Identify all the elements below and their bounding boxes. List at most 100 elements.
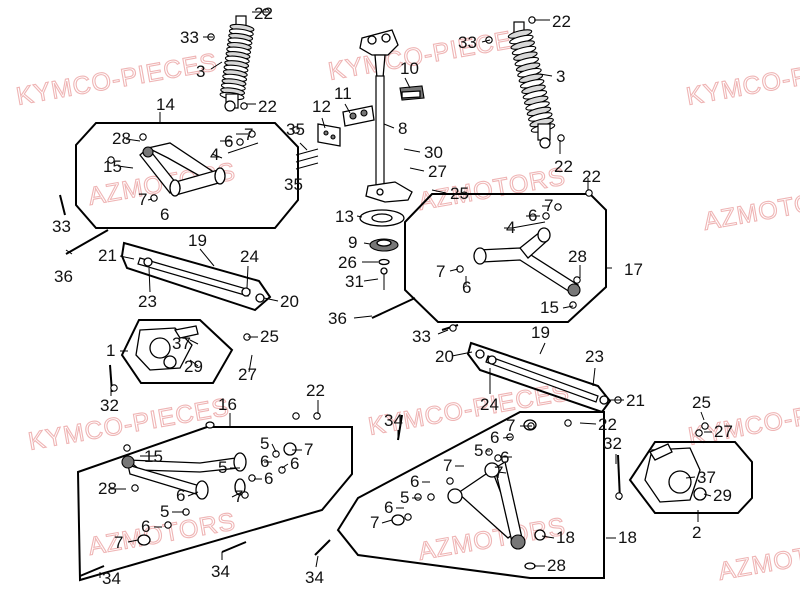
watermark-kymco: KYMCO-PIECES: [366, 378, 571, 441]
callout-27: 27: [238, 365, 257, 384]
callout-22: 22: [254, 4, 273, 23]
callout-35: 35: [286, 120, 305, 139]
tie-rod-left: [137, 257, 265, 303]
callout-22: 22: [582, 167, 601, 186]
watermark-kymco: KYMCO-PIECES: [684, 48, 800, 111]
oil-seal-plate: [359, 209, 405, 227]
callout-7: 7: [304, 440, 313, 459]
callout-26: 26: [338, 253, 357, 272]
callout-18: 18: [556, 528, 575, 547]
panel-knuckle-left: [120, 319, 234, 384]
callout-6: 6: [462, 278, 471, 297]
callout-33: 33: [412, 327, 431, 346]
callout-21: 21: [98, 246, 117, 265]
callout-32: 32: [100, 396, 119, 415]
callout-11: 11: [334, 84, 352, 103]
callout-6: 6: [528, 206, 537, 225]
callout-6: 6: [260, 452, 269, 471]
callout-6: 6: [176, 486, 185, 505]
callout-35: 35: [284, 175, 303, 194]
callout-28: 28: [112, 129, 131, 148]
callout-17: 17: [624, 260, 643, 279]
callout-4: 4: [210, 145, 219, 164]
callout-5: 5: [260, 434, 269, 453]
callout-36: 36: [54, 267, 73, 286]
steering-knuckle-left: [135, 325, 199, 371]
callout-2: 2: [692, 523, 701, 542]
callout-29: 29: [713, 486, 732, 505]
callout-34: 34: [305, 568, 324, 587]
steering-plate: [317, 123, 341, 147]
washer: [378, 258, 390, 266]
small-hardware: [107, 8, 709, 529]
callout-31: 31: [345, 272, 364, 291]
callout-37: 37: [172, 334, 191, 353]
callout-6: 6: [141, 517, 150, 536]
callout-27: 27: [428, 162, 447, 181]
callout-33: 33: [180, 28, 199, 47]
steering-knuckle-right: [644, 443, 707, 503]
callout-34: 34: [384, 411, 403, 430]
callout-21: 21: [626, 391, 645, 410]
callout-20: 20: [435, 347, 454, 366]
callout-5: 5: [400, 488, 409, 507]
callout-23: 23: [585, 347, 604, 366]
shock-absorber-right: [507, 21, 556, 149]
callout-27: 27: [714, 422, 733, 441]
callout-20: 20: [280, 292, 299, 311]
bolt: [380, 267, 388, 290]
callout-1: 1: [106, 341, 115, 360]
callout-28: 28: [98, 479, 117, 498]
bolt-set: [295, 148, 319, 170]
steering-bushing: [399, 85, 425, 101]
steering-clamp: [342, 105, 375, 127]
callout-12: 12: [312, 97, 331, 116]
callout-14: 14: [156, 95, 175, 114]
callout-10: 10: [400, 59, 419, 78]
callout-33: 33: [52, 217, 71, 236]
upper-arm-right: [473, 221, 581, 297]
shock-absorber-left: [219, 15, 255, 112]
callout-7: 7: [370, 513, 379, 532]
lower-arm-left: [121, 421, 297, 546]
callout-25: 25: [260, 327, 279, 346]
callout-6: 6: [384, 498, 393, 517]
callout-19: 19: [188, 231, 207, 250]
callout-15: 15: [103, 157, 122, 176]
watermark-azm: AZMOTORS: [701, 182, 800, 235]
callout-6: 6: [410, 472, 419, 491]
callout-6: 6: [290, 454, 299, 473]
callout-29: 29: [184, 357, 203, 376]
callout-7: 7: [544, 196, 553, 215]
callout-28: 28: [547, 556, 566, 575]
callout-6: 6: [264, 469, 273, 488]
callout-5: 5: [218, 458, 227, 477]
callout-3: 3: [196, 62, 205, 81]
callout-7: 7: [506, 416, 515, 435]
watermark-kymco: KYMCO-PIECES: [14, 48, 219, 111]
callout-layer: 22 33 3 22 14 28 7 6 4 15 7 6 33 21 19 2…: [52, 4, 733, 588]
callout-13: 13: [335, 207, 354, 226]
callout-28: 28: [568, 247, 587, 266]
leader-lines: [65, 11, 712, 578]
callout-6: 6: [500, 448, 509, 467]
tie-rod-right: [475, 349, 609, 405]
callout-37: 37: [697, 468, 716, 487]
callout-7: 7: [436, 262, 445, 281]
callout-33: 33: [458, 33, 477, 52]
bearing: [369, 238, 399, 252]
callout-5: 5: [160, 502, 169, 521]
callout-7: 7: [138, 190, 147, 209]
callout-23: 23: [138, 292, 157, 311]
watermark-kymco: KYMCO-PIECES: [326, 23, 531, 86]
callout-6: 6: [160, 205, 169, 224]
callout-22: 22: [598, 415, 617, 434]
callout-3: 3: [556, 67, 565, 86]
callout-15: 15: [540, 298, 559, 317]
callout-4: 4: [506, 218, 515, 237]
callout-15: 15: [144, 447, 163, 466]
callout-7: 7: [114, 533, 123, 552]
callout-25: 25: [692, 393, 711, 412]
callout-22: 22: [258, 97, 277, 116]
